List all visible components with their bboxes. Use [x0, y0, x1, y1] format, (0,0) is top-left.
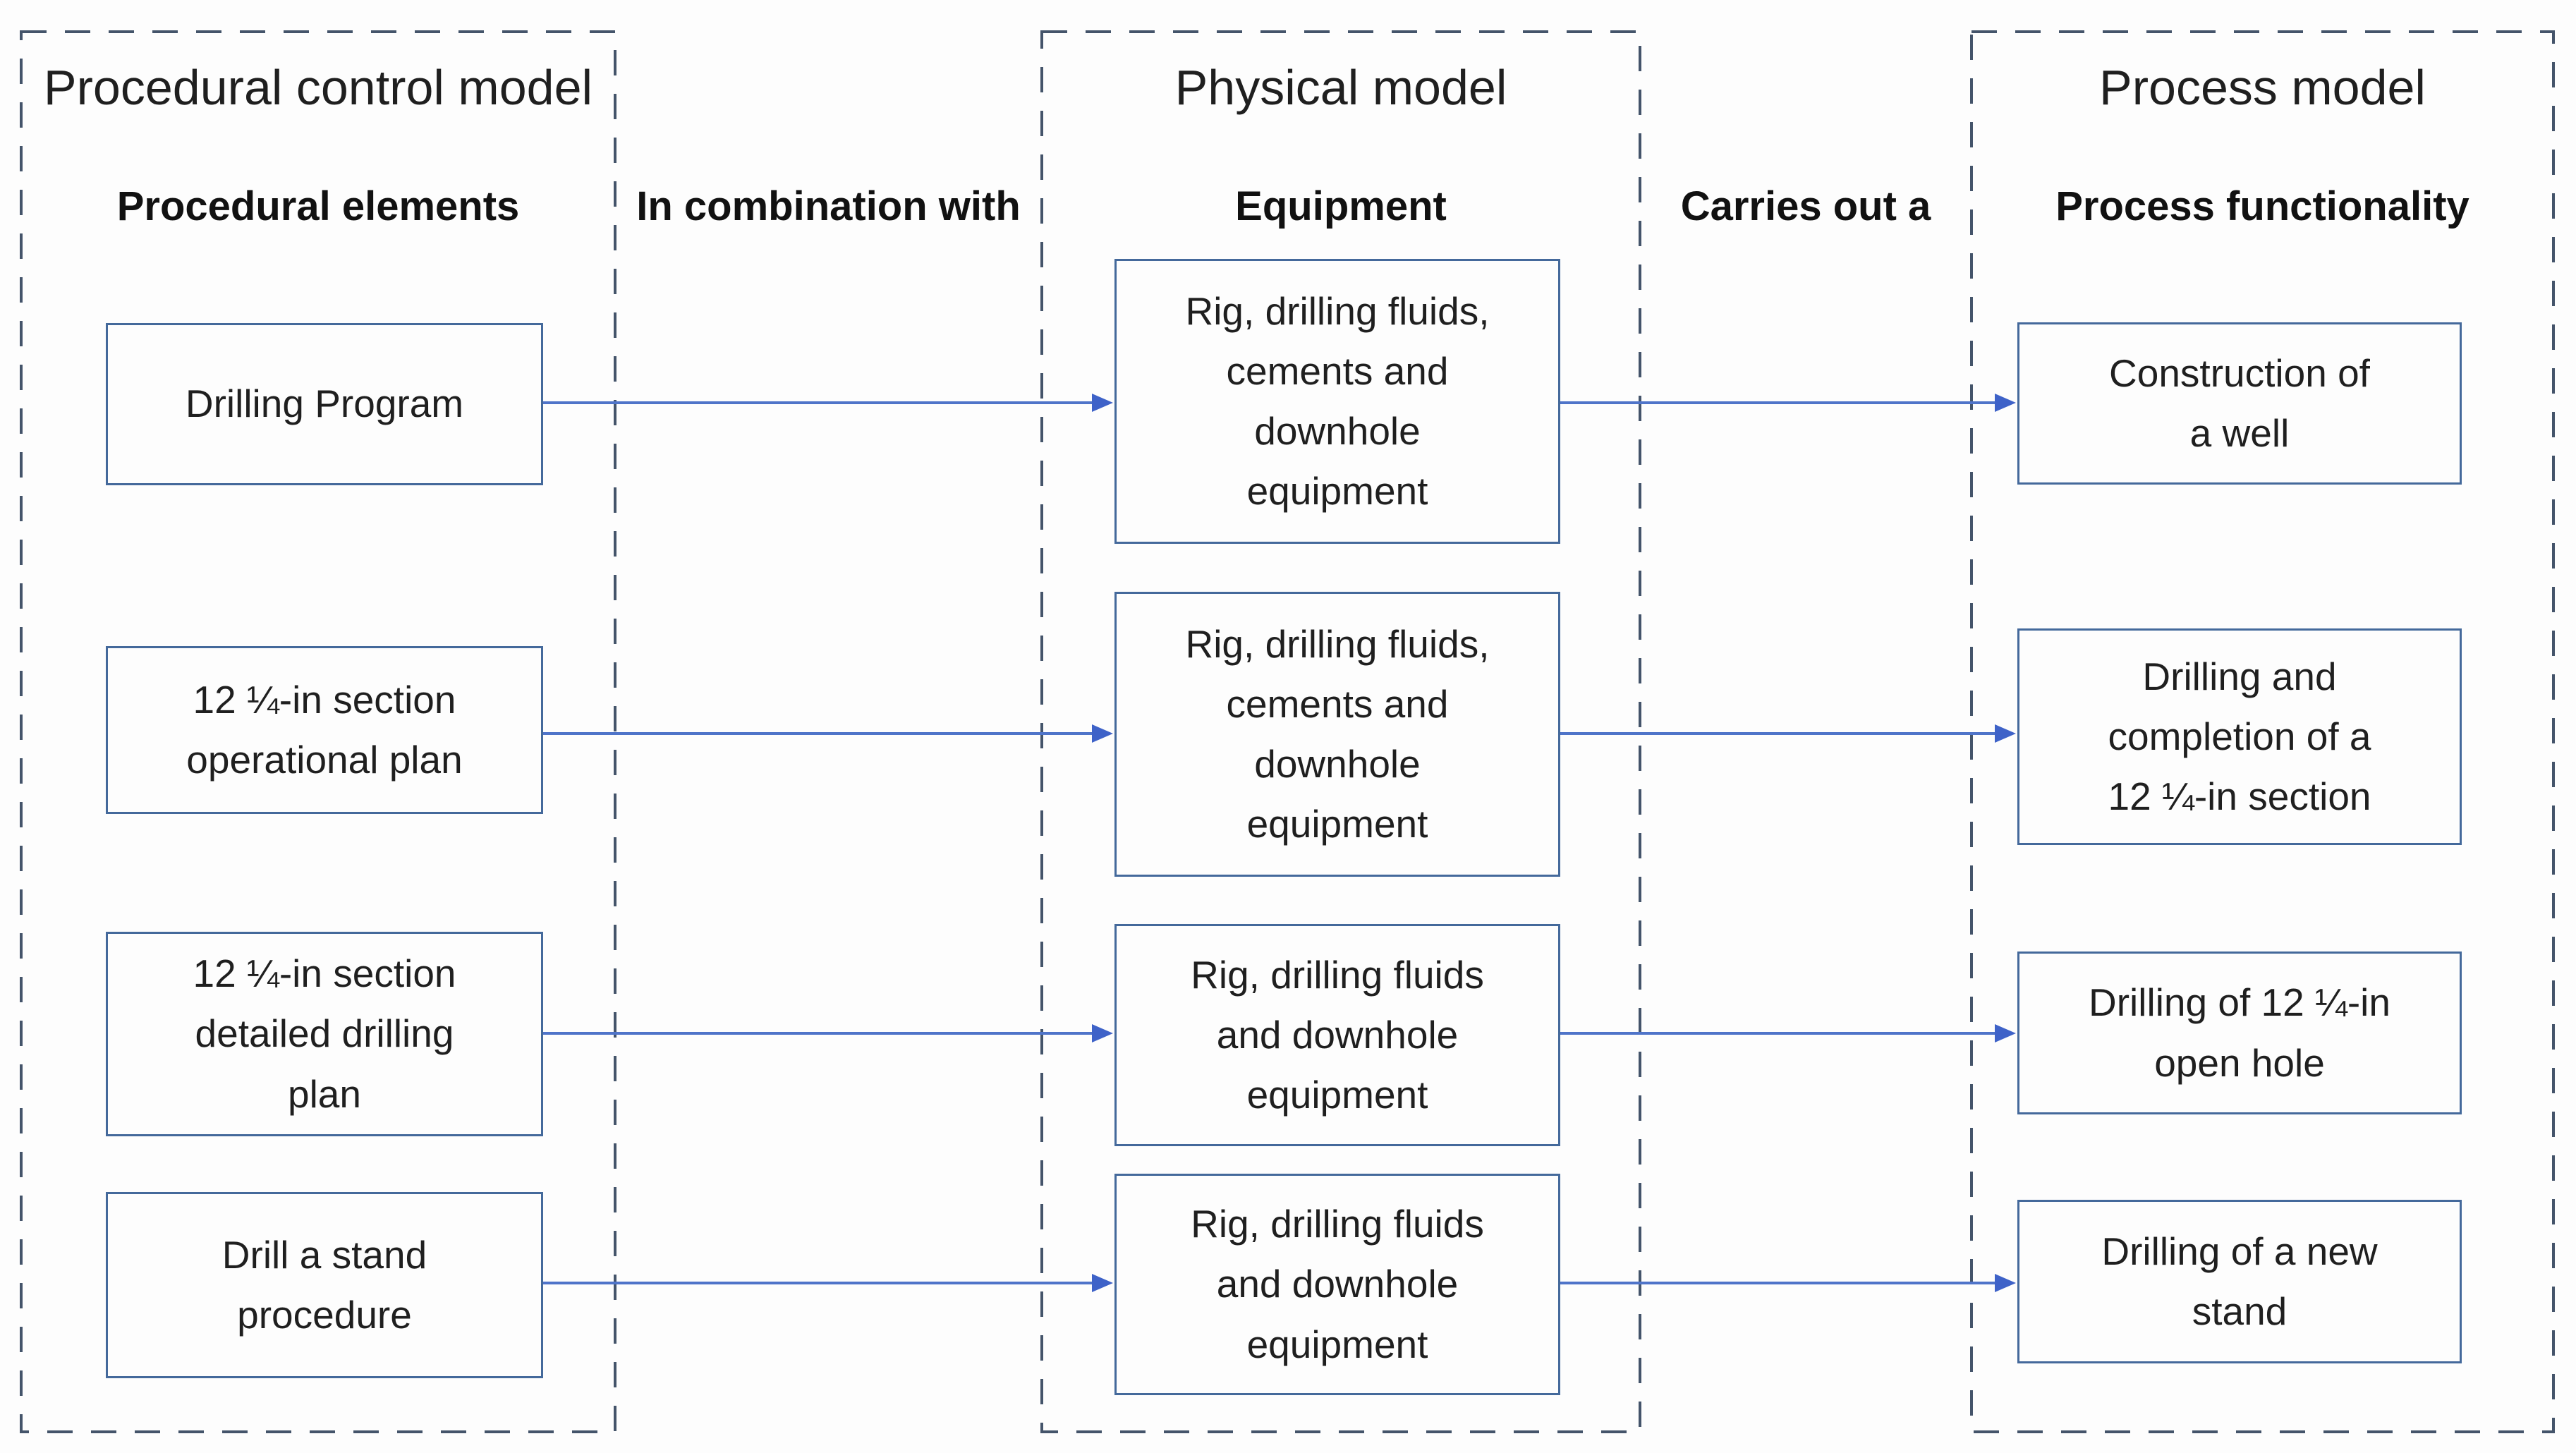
arrow-head-icon — [1092, 1024, 1113, 1042]
process-box-row2: Drilling and completion of a 12 ¼-in sec… — [2017, 628, 2462, 845]
process-box-row4: Drilling of a new stand — [2017, 1200, 2462, 1363]
arrow-head-icon — [1092, 724, 1113, 743]
process-functionality-header: Process functionality — [2055, 183, 2469, 229]
arrow-procedural-to-equipment-row2 — [543, 724, 1113, 743]
carries-out-a-label: Carries out a — [1680, 183, 1931, 229]
arrow-equipment-to-process-row3 — [1560, 1024, 2016, 1042]
physical-model-title: Physical model — [1174, 60, 1507, 115]
process-box-row1: Construction of a well — [2017, 322, 2462, 485]
arrow-procedural-to-equipment-row3 — [543, 1024, 1113, 1042]
equipment-box-row1: Rig, drilling fluids, cements and downho… — [1114, 259, 1560, 544]
arrow-procedural-to-equipment-row4 — [543, 1274, 1113, 1292]
procedural-model-title: Procedural control model — [43, 60, 593, 115]
arrow-head-icon — [1092, 1274, 1113, 1292]
equipment-box-row2: Rig, drilling fluids, cements and downho… — [1114, 592, 1560, 877]
equipment-box-row3: Rig, drilling fluids and downhole equipm… — [1114, 924, 1560, 1146]
arrow-head-icon — [1995, 394, 2016, 412]
process-model-title: Process model — [2099, 60, 2426, 115]
arrow-head-icon — [1995, 724, 2016, 743]
equipment-box-row4: Rig, drilling fluids and downhole equipm… — [1114, 1174, 1560, 1395]
process-box-row3: Drilling of 12 ¼-in open hole — [2017, 952, 2462, 1114]
procedural-elements-header: Procedural elements — [116, 183, 520, 229]
procedural-box-row1: Drilling Program — [106, 323, 543, 485]
procedural-model-boundary — [20, 30, 616, 1433]
arrow-procedural-to-equipment-row1 — [543, 394, 1113, 412]
arrow-equipment-to-process-row4 — [1560, 1274, 2016, 1292]
procedural-box-row3: 12 ¼-in section detailed drilling plan — [106, 932, 543, 1136]
procedural-box-row2: 12 ¼-in section operational plan — [106, 646, 543, 814]
arrow-head-icon — [1092, 394, 1113, 412]
arrow-equipment-to-process-row2 — [1560, 724, 2016, 743]
arrow-head-icon — [1995, 1024, 2016, 1042]
equipment-header: Equipment — [1235, 183, 1447, 229]
arrow-equipment-to-process-row1 — [1560, 394, 2016, 412]
physical-model-boundary — [1040, 30, 1641, 1433]
procedural-box-row4: Drill a stand procedure — [106, 1192, 543, 1378]
process-model-boundary — [1970, 30, 2555, 1433]
in-combination-with-label: In combination with — [636, 183, 1021, 229]
arrow-head-icon — [1995, 1274, 2016, 1292]
